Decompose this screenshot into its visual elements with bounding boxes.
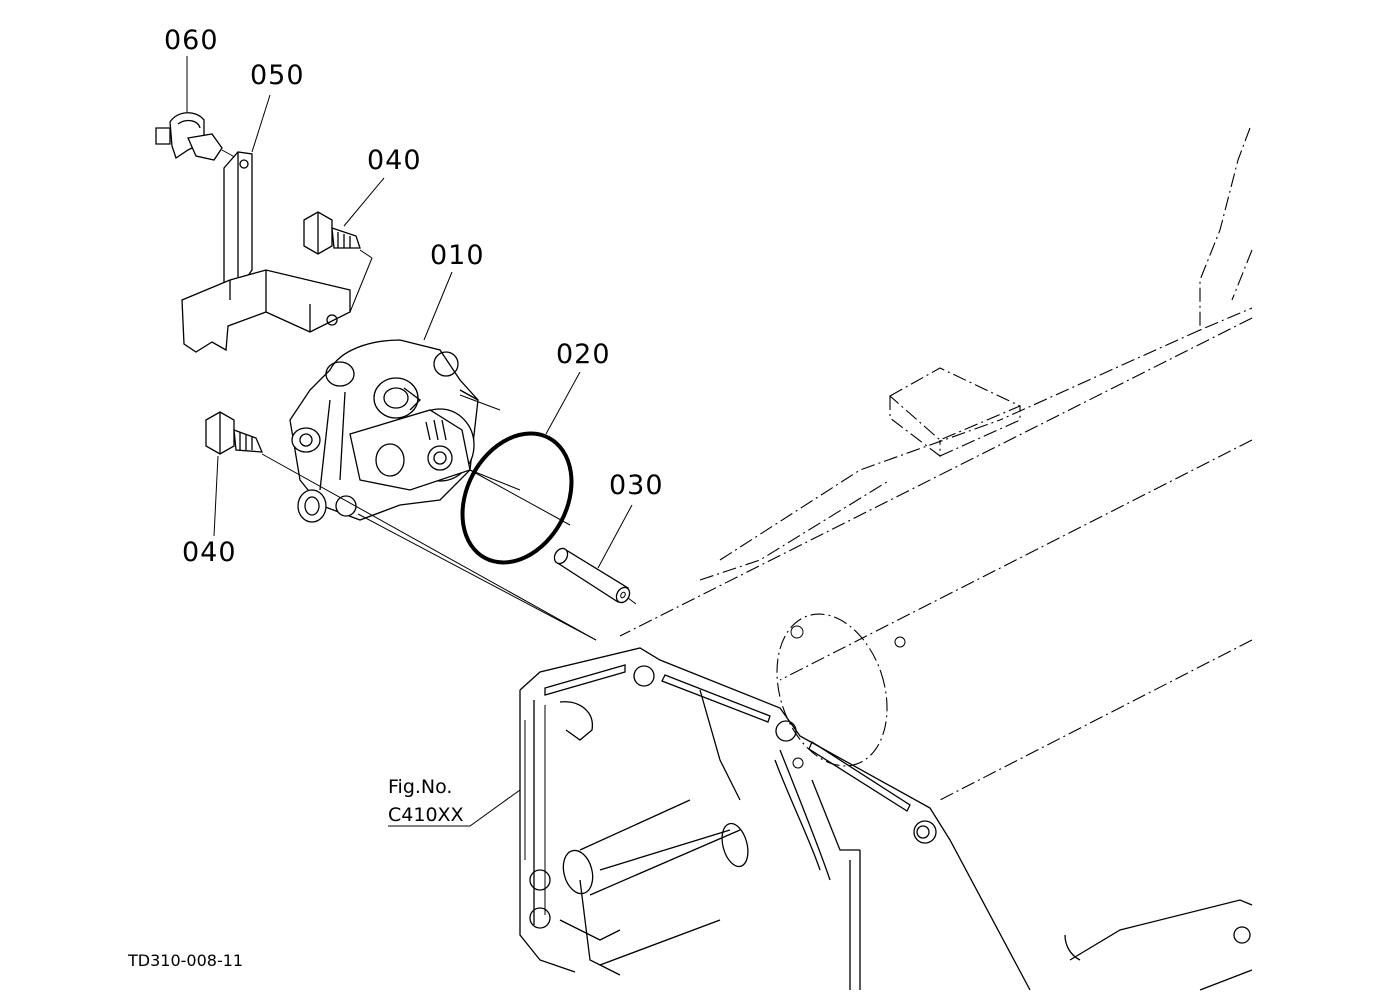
- bolt-part-040-lower[interactable]: [205, 411, 264, 455]
- o-ring-part-020[interactable]: [441, 414, 593, 581]
- pin-part-030[interactable]: [552, 546, 632, 605]
- bracket-part-050[interactable]: [181, 151, 351, 353]
- drawing-code: TD310-008-11: [127, 951, 243, 970]
- clip-part-060[interactable]: [155, 112, 241, 161]
- leader-lines: [186, 56, 633, 827]
- label-020: 020: [556, 339, 611, 370]
- reference-fig-number: C410XX: [388, 804, 464, 826]
- label-010: 010: [430, 240, 485, 271]
- transmission-housing: [519, 127, 1253, 991]
- label-060: 060: [164, 25, 219, 56]
- reference-fig-label: Fig.No.: [388, 776, 452, 798]
- bolt-part-040-upper[interactable]: [303, 211, 373, 259]
- label-040-upper: 040: [367, 145, 422, 176]
- label-040-lower: 040: [182, 537, 237, 568]
- pump-part-010[interactable]: [289, 339, 521, 523]
- assembly-axis-lines: [261, 257, 637, 641]
- label-030: 030: [609, 470, 664, 501]
- label-050: 050: [250, 60, 305, 91]
